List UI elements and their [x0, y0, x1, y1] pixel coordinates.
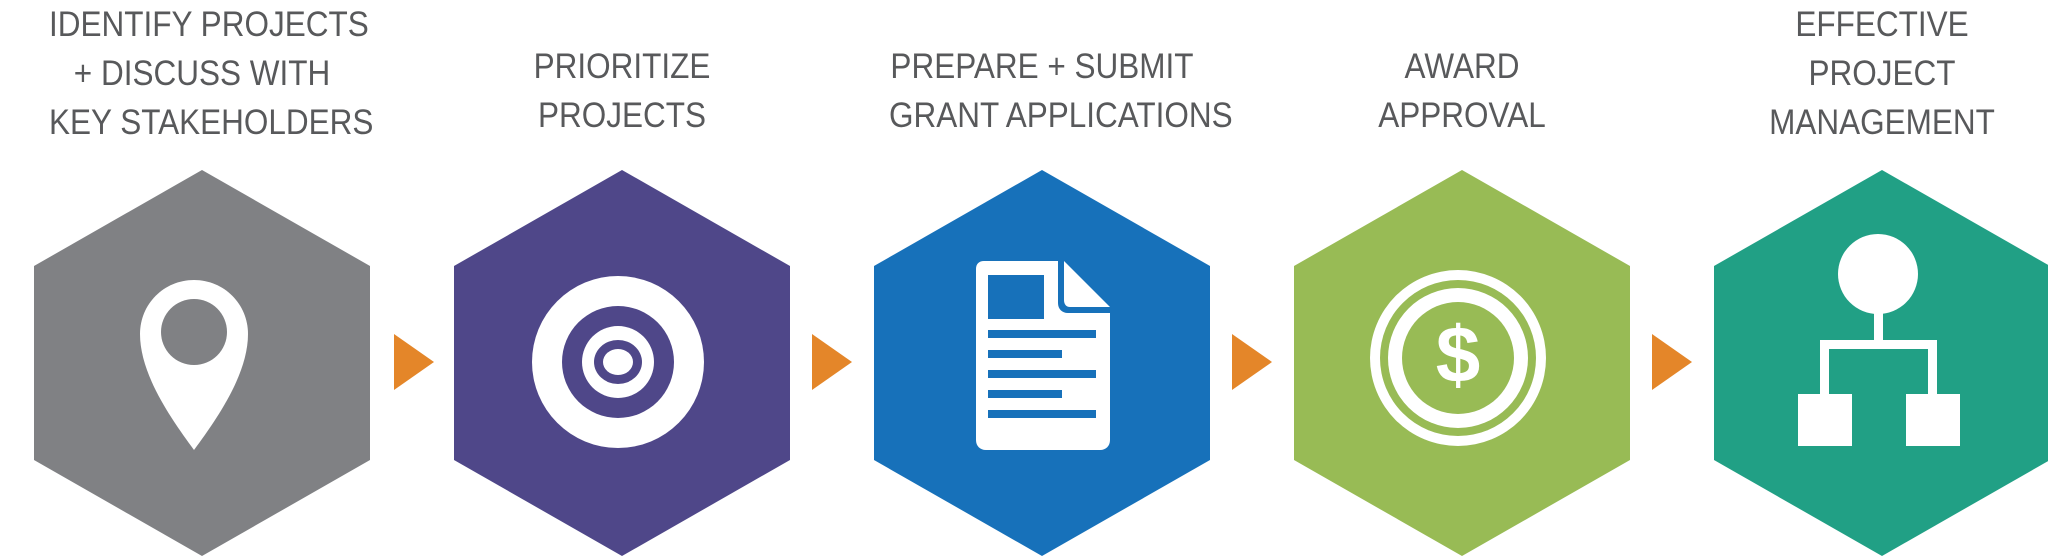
step-effective-project-management: EFFECTIVE PROJECT MANAGEMENT — [1712, 0, 2048, 556]
title-line: PRIORITIZE — [533, 47, 711, 86]
svg-text:$: $ — [1436, 310, 1481, 399]
step-title: EFFECTIVE PROJECT MANAGEMENT — [1729, 0, 2035, 147]
hexagon-step-2 — [454, 170, 790, 556]
org-chart-icon — [1798, 234, 1960, 446]
step-title: PRIORITIZE PROJECTS — [469, 42, 775, 140]
hexagon-shape — [1714, 170, 2048, 556]
title-line: EFFECTIVE — [1795, 5, 1969, 44]
hexagon-step-4: $ — [1294, 170, 1630, 556]
document-icon — [976, 261, 1110, 450]
arrow-shape — [394, 334, 434, 390]
arrow-right-icon — [394, 334, 434, 390]
hexagon-step-5 — [1714, 170, 2048, 556]
arrow-shape — [1652, 334, 1692, 390]
title-line: AWARD — [1404, 47, 1520, 86]
arrow-right-icon — [812, 334, 852, 390]
step-title: PREPARE + SUBMIT GRANT APPLICATIONS — [889, 42, 1233, 140]
step-title: IDENTIFY PROJECTS + DISCUSS WITH KEY STA… — [49, 0, 374, 147]
title-line: IDENTIFY PROJECTS — [49, 5, 369, 44]
hexagon-step-1 — [34, 170, 370, 556]
title-line: KEY STAKEHOLDERS — [49, 103, 374, 142]
step-title: AWARD APPROVAL — [1309, 42, 1615, 140]
location-pin-icon — [140, 280, 248, 450]
arrow-right-icon — [1652, 334, 1692, 390]
arrow-shape — [812, 334, 852, 390]
title-line: APPROVAL — [1378, 96, 1546, 135]
title-line: PROJECTS — [537, 96, 707, 135]
title-line: PROJECT — [1808, 54, 1956, 93]
title-line: GRANT APPLICATIONS — [889, 96, 1233, 135]
dollar-coin-icon: $ — [1370, 270, 1546, 446]
step-identify-projects: IDENTIFY PROJECTS + DISCUSS WITH KEY STA… — [32, 0, 374, 556]
step-prioritize-projects: PRIORITIZE PROJECTS — [452, 0, 792, 556]
step-prepare-submit: PREPARE + SUBMIT GRANT APPLICATIONS — [872, 0, 1233, 556]
title-line: + DISCUSS WITH — [73, 54, 331, 93]
arrow-right-icon — [1232, 334, 1272, 390]
arrow-shape — [1232, 334, 1272, 390]
target-icon — [532, 276, 704, 448]
step-award-approval: AWARD APPROVAL $ — [1292, 0, 1632, 556]
hexagon-step-3 — [874, 170, 1210, 556]
title-line: PREPARE + SUBMIT — [890, 47, 1194, 86]
title-line: MANAGEMENT — [1769, 103, 1995, 142]
